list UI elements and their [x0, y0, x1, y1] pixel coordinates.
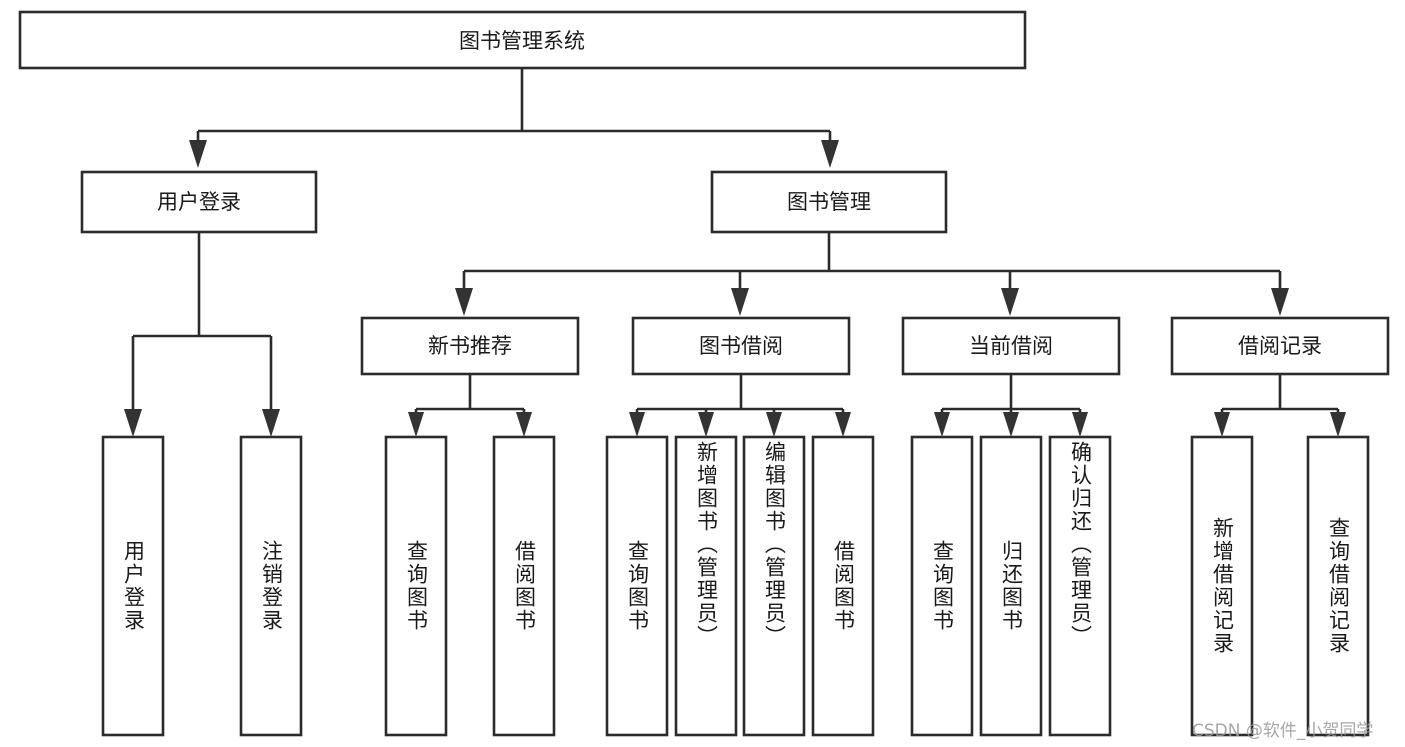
node-book-management[interactable]: 图书管理 — [710, 170, 948, 234]
leaf-book-borrow-2[interactable] — [742, 435, 806, 737]
node-current-borrow[interactable]: 当前借阅 — [901, 316, 1121, 376]
node-book-management-label: 图书管理 — [787, 190, 871, 214]
leaf-user-login-1[interactable] — [239, 435, 303, 737]
connector-current-borrow-to-leaves — [934, 374, 1088, 437]
leaf-new-book-1[interactable] — [492, 435, 556, 737]
connector-book-borrow-to-leaves — [629, 374, 851, 437]
csdn-watermark: CSDN @软件_小贺同学 — [1192, 721, 1374, 741]
connector-book-management-to-level3 — [455, 232, 1289, 316]
leaf-current-borrow-1[interactable] — [979, 435, 1043, 737]
connector-user-login-to-leaves — [124, 232, 280, 437]
node-user-login-label: 用户登录 — [157, 190, 241, 214]
connector-borrow-record-to-leaves — [1214, 374, 1346, 437]
connector-root-to-level2 — [189, 68, 839, 168]
node-borrow-record-label: 借阅记录 — [1238, 334, 1322, 358]
leaf-book-borrow-1[interactable] — [674, 435, 738, 737]
connector-new-book-recommend-to-leaves — [408, 374, 532, 437]
node-root[interactable]: 图书管理系统 — [18, 10, 1027, 70]
leaf-borrow-record-1[interactable] — [1306, 435, 1370, 737]
node-current-borrow-label: 当前借阅 — [969, 334, 1053, 358]
leaf-book-borrow-0[interactable] — [605, 435, 669, 737]
leaf-book-borrow-3[interactable] — [811, 435, 875, 737]
node-book-borrow-label: 图书借阅 — [699, 334, 783, 358]
node-user-login[interactable]: 用户登录 — [80, 170, 318, 234]
leaf-new-book-0[interactable] — [384, 435, 448, 737]
leaf-current-borrow-0[interactable] — [910, 435, 974, 737]
node-new-book-recommend-label: 新书推荐 — [428, 334, 512, 358]
leaf-current-borrow-2[interactable] — [1048, 435, 1112, 737]
node-root-label: 图书管理系统 — [459, 29, 585, 53]
node-new-book-recommend[interactable]: 新书推荐 — [360, 316, 580, 376]
node-borrow-record[interactable]: 借阅记录 — [1170, 316, 1390, 376]
node-book-borrow[interactable]: 图书借阅 — [631, 316, 851, 376]
leaf-borrow-record-0[interactable] — [1190, 435, 1254, 737]
leaf-user-login-0[interactable] — [101, 435, 165, 737]
